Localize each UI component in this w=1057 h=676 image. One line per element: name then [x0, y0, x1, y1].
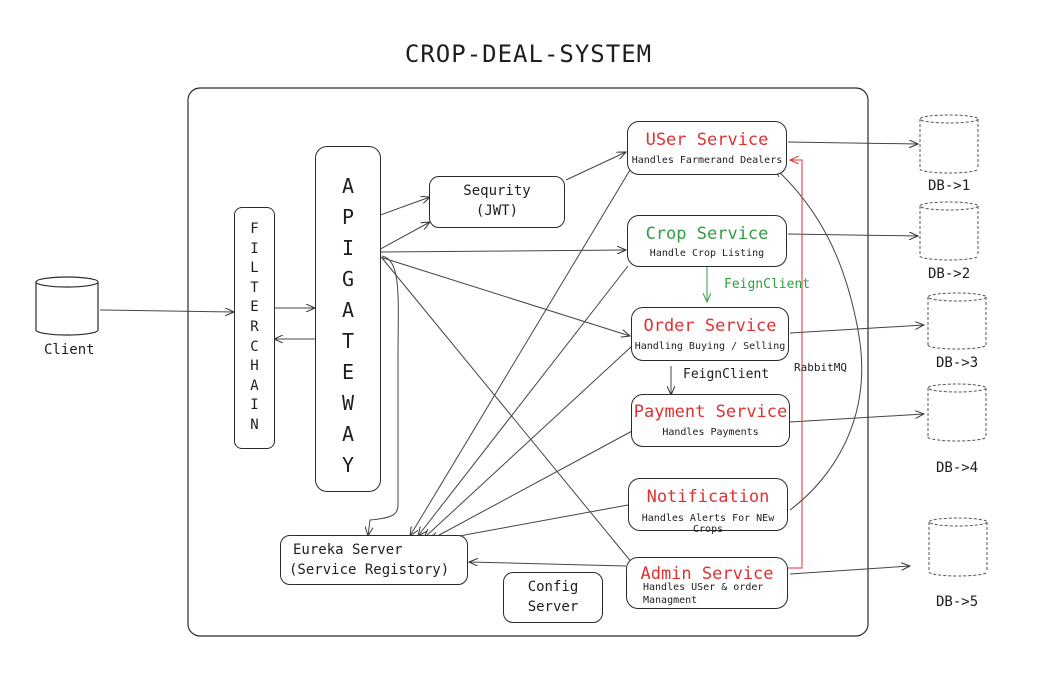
database-2-icon	[919, 201, 979, 261]
crop-service-box[interactable]: Crop Service Handle Crop Listing	[627, 215, 787, 267]
notification-service-desc: Handles Alerts For NEw Crops	[641, 513, 775, 535]
order-service-box[interactable]: Order Service Handling Buying / Selling	[631, 307, 789, 361]
database-1-icon	[919, 114, 979, 174]
eureka-server-box[interactable]: Eureka Server (Service Registory)	[280, 535, 468, 585]
api-gateway-label: A P I G A T E W A Y	[341, 174, 355, 477]
system-boundary	[187, 87, 869, 637]
db-1-label: DB->1	[928, 178, 971, 194]
admin-service-desc-2: Managment	[643, 595, 698, 606]
database-4-icon	[927, 383, 987, 442]
db-5-label: DB->5	[936, 594, 979, 610]
filter-chain-box[interactable]: F I L T E R C H A I N	[234, 207, 275, 449]
filter-chain-label: F I L T E R C H A I N	[250, 221, 259, 433]
database-3-icon	[927, 292, 987, 350]
client-label: Client	[44, 342, 95, 358]
config-label: Config	[527, 579, 579, 595]
notification-service-box[interactable]: Notification Handles Alerts For NEw Crop…	[628, 478, 788, 535]
order-service-title: Order Service	[643, 316, 777, 336]
user-service-title: USer Service	[645, 130, 769, 150]
user-service-desc: Handles Farmerand Dealers	[631, 155, 783, 166]
admin-service-title: Admin Service	[640, 564, 774, 584]
rabbitmq-label: RabbitMQ	[794, 361, 847, 374]
notification-service-title: Notification	[646, 487, 770, 507]
api-gateway-box[interactable]: A P I G A T E W A Y	[315, 146, 381, 492]
client-database-icon	[35, 276, 99, 336]
feignclient-label-crop-order: FeignClient	[724, 277, 811, 292]
db-3-label: DB->3	[936, 355, 979, 371]
diagram-title: CROP-DEAL-SYSTEM	[404, 40, 653, 68]
db-4-label: DB->4	[936, 460, 979, 476]
crop-service-title: Crop Service	[645, 224, 769, 244]
user-service-box[interactable]: USer Service Handles Farmerand Dealers	[627, 121, 787, 175]
config-server-box[interactable]: Config Server	[503, 572, 603, 623]
security-box[interactable]: Sequrity (JWT)	[429, 176, 565, 228]
order-service-desc: Handling Buying / Selling	[634, 341, 786, 352]
service-registry-label: (Service Registory)	[289, 562, 450, 578]
admin-service-desc-1: Handles USer & order	[643, 582, 764, 593]
security-jwt-label: (JWT)	[475, 203, 519, 219]
db-2-label: DB->2	[928, 266, 971, 282]
feignclient-label-order-payment: FeignClient	[683, 367, 770, 382]
payment-service-title: Payment Service	[633, 402, 788, 422]
crop-service-desc: Handle Crop Listing	[649, 248, 765, 259]
payment-service-box[interactable]: Payment Service Handles Payments	[631, 394, 790, 447]
config-server-label: Server	[527, 599, 579, 615]
database-5-icon	[928, 517, 988, 577]
payment-service-desc: Handles Payments	[662, 427, 759, 438]
admin-service-box[interactable]: Admin Service Handles USer & order Manag…	[626, 557, 788, 609]
eureka-server-label: Eureka Server	[293, 542, 403, 558]
security-label: Sequrity	[463, 183, 531, 199]
